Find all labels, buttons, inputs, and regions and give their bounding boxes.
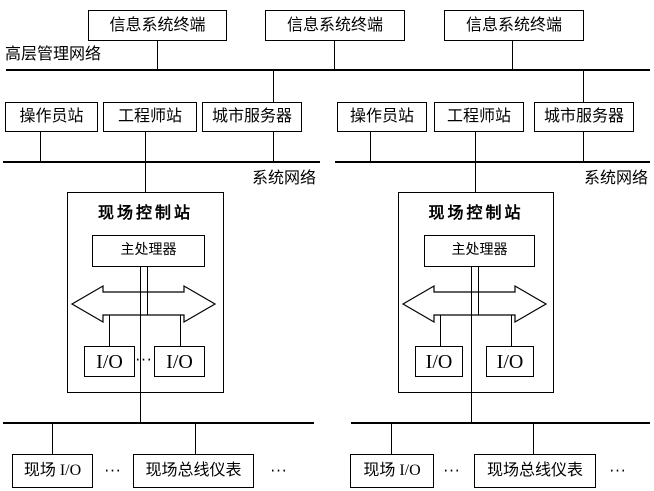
connector-operator-left [40, 132, 41, 162]
io-ellipsis-left: ··· [135, 351, 153, 369]
fieldbus-line-right [351, 422, 650, 424]
engineer-station-right-box: 工程师站 [434, 102, 524, 132]
operator-station-right-label: 操作员站 [349, 108, 414, 125]
engineer-station-left-box: 工程师站 [103, 102, 197, 132]
io-module-left-2-label: I/O [166, 350, 193, 373]
info-system-terminal-box-2: 信息系统终端 [265, 10, 405, 41]
city-server-left-label: 城市服务器 [211, 108, 292, 125]
fieldbus-instruments-left-box: 现场总线仪表 [133, 454, 254, 488]
connector-server-left [273, 132, 274, 162]
field-io-left-box: 现场 I/O [12, 454, 93, 488]
connector-server-right [583, 132, 584, 162]
io-module-right-2-box: I/O [486, 346, 534, 377]
operator-station-left-label: 操作员站 [19, 108, 84, 125]
system-network-label-right: 系统网络 [584, 170, 649, 187]
field-io-right-label: 现场 I/O [363, 462, 421, 479]
connector-mgmt-to-server-left [273, 71, 274, 102]
operator-station-right-box: 操作员站 [337, 102, 427, 132]
info-system-terminal-box-1: 信息系统终端 [88, 10, 227, 41]
info-system-terminal-label-1: 信息系统终端 [109, 16, 206, 34]
engineer-station-right-label: 工程师站 [446, 108, 511, 125]
system-network-bus-line-right [335, 161, 650, 163]
connector-engineer-left-to-controller [145, 132, 146, 192]
fieldbus-instruments-right-box: 现场总线仪表 [474, 454, 596, 488]
field-row-ellipsis-right-2: ··· [609, 462, 627, 480]
io-module-left-1-box: I/O [84, 346, 135, 377]
connector-io-left-1 [109, 315, 110, 346]
city-server-right-label: 城市服务器 [543, 108, 624, 125]
field-row-ellipsis-left-1: ··· [104, 462, 122, 480]
connector-engineer-right-to-controller [475, 132, 476, 192]
connector-fieldbus-inst-right [533, 424, 534, 454]
main-processor-left-box: 主处理器 [92, 235, 205, 267]
field-row-ellipsis-right-1: ··· [443, 462, 461, 480]
io-module-right-1-label: I/O [425, 350, 453, 373]
connector-io-left-2 [180, 315, 181, 346]
main-processor-right-label: 主处理器 [451, 243, 508, 258]
connector-processor-right-long [471, 267, 472, 423]
connector-io-right-1 [440, 315, 441, 346]
connector-terminal-2 [334, 41, 335, 69]
fieldbus-instruments-right-label: 现场总线仪表 [486, 462, 583, 479]
io-bus-double-arrow-icon-right [401, 284, 548, 324]
info-system-terminal-box-3: 信息系统终端 [444, 10, 584, 41]
field-control-station-right-title: 现场控制站 [428, 205, 524, 222]
io-module-right-2-label: I/O [496, 350, 524, 373]
system-network-bus-line-left [3, 161, 320, 163]
field-io-left-label: 现场 I/O [23, 462, 82, 479]
connector-mgmt-to-server-right [583, 71, 584, 102]
fieldbus-instruments-left-label: 现场总线仪表 [145, 462, 242, 479]
connector-terminal-1 [157, 41, 158, 69]
city-server-right-box: 城市服务器 [534, 102, 634, 132]
io-module-right-1-box: I/O [415, 346, 463, 377]
io-bus-double-arrow-icon-left [70, 284, 217, 324]
connector-terminal-3 [512, 41, 513, 69]
io-module-left-2-box: I/O [154, 346, 205, 377]
io-module-left-1-label: I/O [96, 350, 123, 373]
connector-processor-left-long [140, 267, 141, 423]
connector-io-right-2 [511, 315, 512, 346]
engineer-station-left-label: 工程师站 [117, 108, 182, 125]
field-row-ellipsis-left-2: ··· [270, 462, 288, 480]
connector-field-io-right [391, 424, 392, 454]
main-processor-right-box: 主处理器 [424, 235, 535, 267]
fieldbus-line-left [3, 422, 314, 424]
connector-field-io-left [52, 424, 53, 454]
connector-fieldbus-inst-left [195, 424, 196, 454]
management-network-label: 高层管理网络 [5, 46, 102, 63]
connector-processor-left-short [147, 267, 148, 315]
management-network-bus-line [6, 69, 650, 71]
field-io-right-box: 现场 I/O [350, 454, 434, 488]
main-processor-left-label: 主处理器 [120, 243, 177, 258]
info-system-terminal-label-2: 信息系统终端 [286, 16, 383, 34]
system-network-label-left: 系统网络 [252, 170, 317, 187]
connector-processor-right-short [478, 267, 479, 315]
city-server-left-box: 城市服务器 [202, 102, 302, 132]
field-control-station-left-title: 现场控制站 [97, 205, 193, 222]
connector-operator-right [370, 132, 371, 162]
operator-station-left-box: 操作员站 [5, 102, 98, 132]
info-system-terminal-label-3: 信息系统终端 [465, 16, 562, 34]
